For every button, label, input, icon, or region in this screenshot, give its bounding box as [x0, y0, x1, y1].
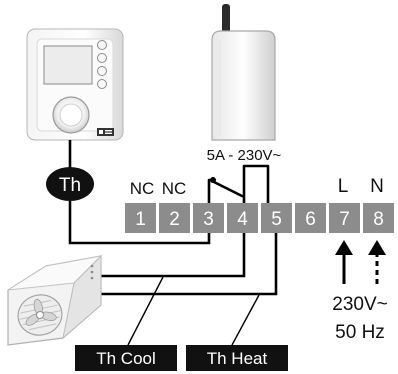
svg-text:6: 6 — [305, 209, 316, 230]
svg-text:1: 1 — [135, 209, 146, 230]
svg-text:2: 2 — [169, 209, 180, 230]
heat-label-badge: Th Heat — [186, 345, 288, 371]
terminal-3: 3 — [193, 203, 224, 233]
heat-label-leader — [231, 294, 260, 346]
svg-text:4: 4 — [237, 209, 248, 230]
thermostat-button-3 — [97, 66, 107, 76]
wire-cool — [92, 233, 246, 278]
thermostat-badge-label: Th — [59, 175, 81, 196]
thermostat-button-1 — [97, 40, 107, 50]
thermostat-button-4 — [97, 79, 107, 89]
supply-frequency-label: 50 Hz — [335, 322, 385, 343]
svg-text:7: 7 — [339, 209, 350, 230]
svg-text:3: 3 — [203, 209, 214, 230]
contact-label-nc-1: NC — [130, 179, 155, 198]
cool-label: Th Cool — [96, 349, 156, 368]
antenna-icon — [222, 4, 230, 34]
line-supply-arrow-icon — [335, 240, 353, 284]
receiver-module — [211, 4, 276, 141]
wire-heat — [92, 233, 278, 296]
neutral-label: N — [370, 176, 384, 197]
brand-logo-icon — [97, 128, 114, 136]
terminal-4: 4 — [227, 203, 258, 233]
relay-switch — [207, 164, 270, 205]
terminal-6: 6 — [295, 203, 326, 233]
svg-text:8: 8 — [373, 209, 384, 230]
thermostat-device — [26, 28, 124, 141]
wires — [68, 201, 278, 296]
supply-voltage-label: 230V~ — [332, 294, 387, 315]
thermostat-display — [43, 45, 93, 85]
terminal-1: 1 — [125, 203, 156, 233]
wire-thermostat — [68, 201, 211, 245]
terminal-7: 7 — [329, 203, 360, 233]
terminal-5: 5 — [261, 203, 292, 233]
neutral-supply-arrow-icon — [368, 240, 386, 284]
fan-icon — [17, 294, 63, 336]
heat-label: Th Heat — [207, 349, 268, 368]
terminal-block: 1 2 3 4 5 6 7 8 — [123, 203, 394, 233]
line-label: L — [338, 176, 349, 197]
cool-label-leader — [127, 276, 164, 346]
terminal-8: 8 — [363, 203, 394, 233]
thermostat-button-2 — [97, 53, 107, 63]
svg-text:5: 5 — [271, 209, 282, 230]
thermostat-badge: Th — [46, 167, 94, 201]
cool-label-badge: Th Cool — [75, 345, 177, 371]
thermostat-buttons — [97, 40, 107, 89]
heat-pump-unit — [7, 254, 103, 346]
terminal-2: 2 — [159, 203, 190, 233]
relay-rating-label: 5A - 230V~ — [207, 147, 282, 164]
contact-label-nc-2: NC — [162, 179, 187, 198]
